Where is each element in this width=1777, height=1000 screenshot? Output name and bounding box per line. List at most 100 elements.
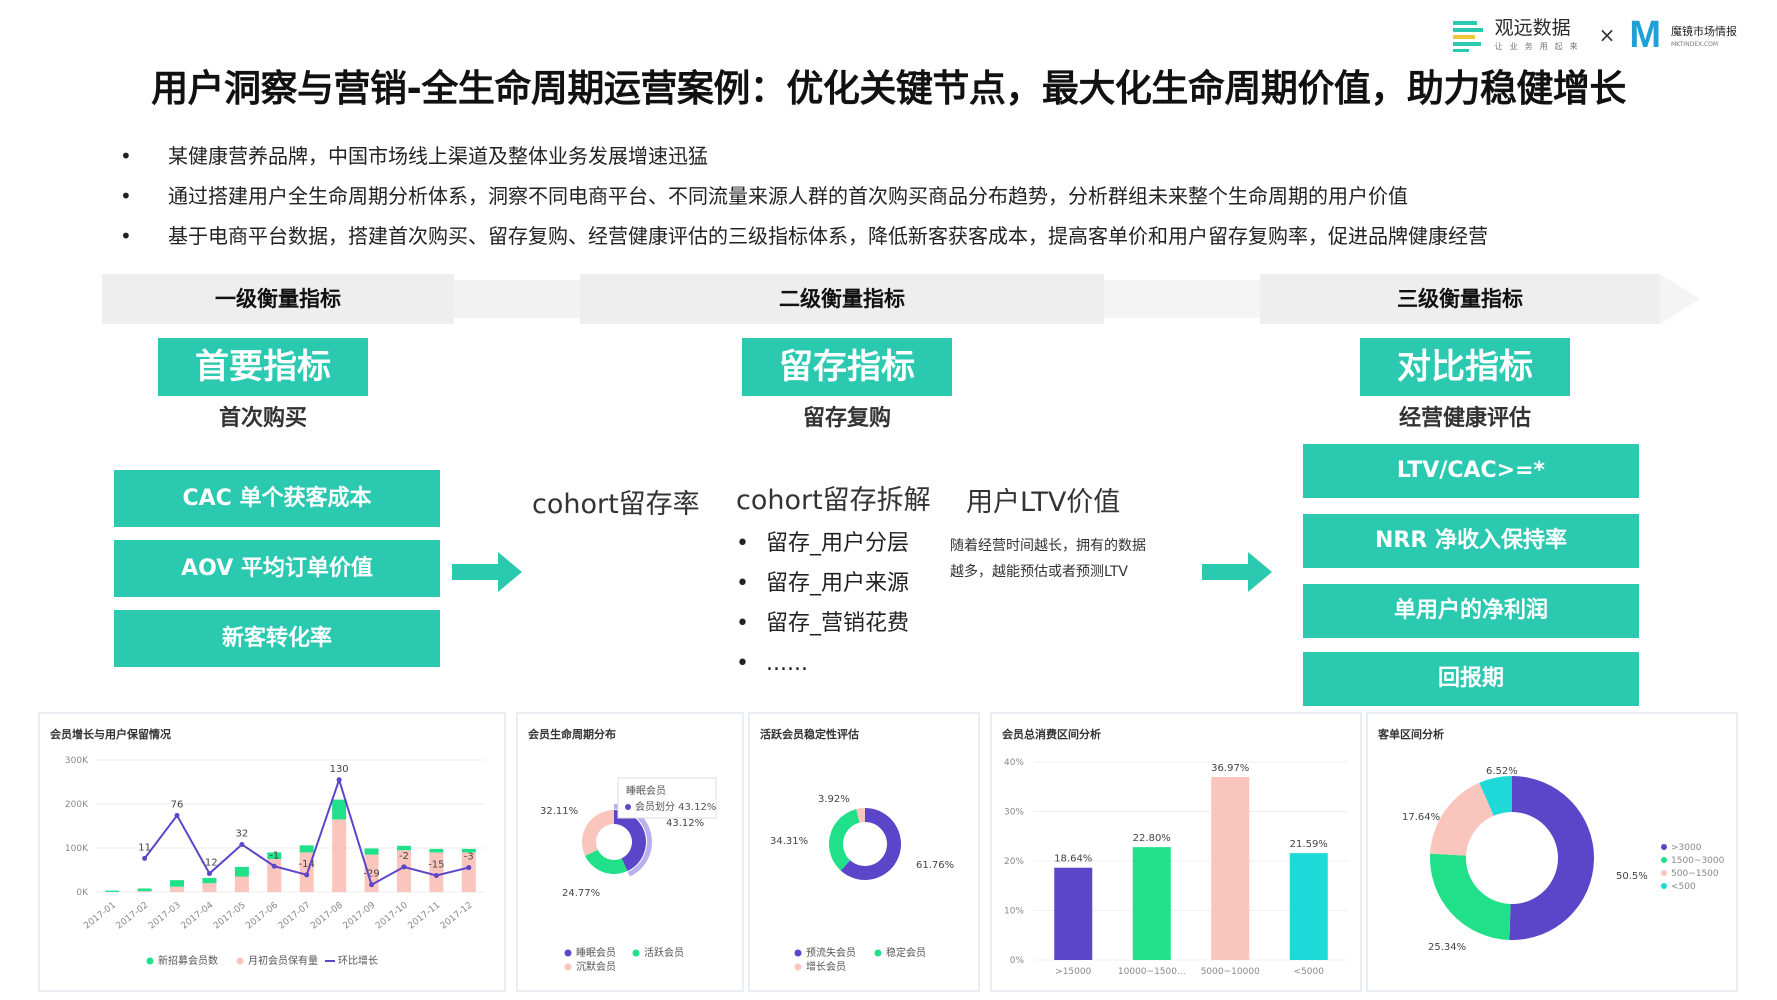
tooltip-box <box>617 777 717 819</box>
bar <box>1289 853 1328 960</box>
legend-marker <box>1661 883 1667 889</box>
order-value-svg: 50.5%25.34%17.64%6.52%>30001500~3000500~… <box>1402 766 1725 953</box>
y-tick-label: 300K <box>65 756 89 766</box>
member-growth-svg: 0K100K200K300K2017-012017-02112017-03762… <box>65 756 485 967</box>
legend-marker <box>146 957 154 965</box>
data-label: -12 <box>201 858 217 869</box>
legend-marker <box>874 949 882 957</box>
ltv-note: 随着经营时间越长，拥有的数据 越多，越能预估或者预测LTV <box>950 538 1146 580</box>
y-tick-label: 30% <box>1004 808 1024 818</box>
y-tick-label: 200K <box>65 800 89 810</box>
bar-new <box>364 848 379 855</box>
mojing-brand: 魔镜市场情报 MKTINDEX.COM <box>1671 23 1737 48</box>
data-label: 32 <box>236 828 249 839</box>
x-tick-label: <5000 <box>1294 967 1325 977</box>
mojing-url: MKTINDEX.COM <box>1671 40 1719 48</box>
x-tick-label: 5000~10000 <box>1201 967 1260 977</box>
bar-retained <box>461 852 476 892</box>
data-label: 34.31% <box>770 836 808 847</box>
page-title: 用户洞察与营销-全生命周期运营案例：优化关键节点，最大化生命周期价值，助力稳健增… <box>151 67 1626 110</box>
x-tick-label: 2017-03 <box>147 900 183 931</box>
x-tick-label: 2017-05 <box>212 900 248 931</box>
growth-point <box>271 863 277 869</box>
bar-retained <box>202 883 217 892</box>
growth-point <box>174 812 180 818</box>
bar-new <box>202 877 217 884</box>
chart-title: 会员生命周期分布 <box>528 728 616 741</box>
data-label: -15 <box>428 860 444 871</box>
data-label: -2 <box>399 851 409 862</box>
guanyuan-slogan: 让业务用起来 <box>1494 41 1585 51</box>
stability-svg: 61.76%34.31%3.92%预流失会员稳定会员增长会员 <box>770 794 954 973</box>
order-value-slice <box>1430 782 1494 856</box>
aov-box: AOV 平均订单价值 <box>114 540 440 597</box>
legend-label: 500~1500 <box>1671 869 1719 879</box>
nrr-box: NRR 净收入保持率 <box>1303 514 1639 568</box>
data-label: 36.97% <box>1211 763 1249 774</box>
mojing-logo-icon: M <box>1629 14 1661 56</box>
y-tick-label: 100K <box>65 844 89 854</box>
level-2-header: 二级衡量指标 <box>580 274 1104 324</box>
growth-point <box>239 841 245 847</box>
legend-marker <box>1661 857 1667 863</box>
data-label: 76 <box>171 799 184 810</box>
legend-label: >3000 <box>1671 843 1702 853</box>
stability-slice <box>840 808 901 880</box>
bar-new <box>267 852 282 859</box>
mojing-name: 魔镜市场情报 <box>1671 24 1737 38</box>
bar-retained <box>234 876 249 892</box>
y-tick-label: 40% <box>1004 758 1024 768</box>
user-ltv-value: 用户LTV价值 <box>966 487 1121 518</box>
bar-retained <box>396 850 411 892</box>
data-label: -29 <box>363 869 379 880</box>
chart-active-stability: 活跃会员稳定性评估 61.76%34.31%3.92%预流失会员稳定会员增长会员 <box>748 712 980 992</box>
order-value-slice <box>1479 776 1512 816</box>
data-label: 24.77% <box>562 888 600 899</box>
comparison-metric-header: 对比指标 <box>1360 338 1570 396</box>
x-tick-label: 2017-09 <box>342 900 378 931</box>
guanyuan-brand: 观远数据 让业务用起来 <box>1494 16 1585 52</box>
list-item: •留存_营销花费 <box>736 611 910 636</box>
data-label: 6.52% <box>1486 766 1518 777</box>
growth-point <box>206 871 212 877</box>
bullet-item: •某健康营养品牌，中国市场线上渠道及整体业务发展增速迅猛 <box>120 144 708 168</box>
legend-label: 月初会员保有量 <box>248 954 318 967</box>
bar-new <box>234 866 249 877</box>
data-label: -1 <box>269 850 279 861</box>
guanyuan-name: 观远数据 <box>1494 16 1571 39</box>
list-item: •留存_用户分层 <box>736 531 910 556</box>
legend-label: 活跃会员 <box>644 946 684 959</box>
chart-lifecycle-distribution: 会员生命周期分布 43.12%24.77%32.11%睡眠会员会员划分 43.1… <box>516 712 744 992</box>
lifecycle-svg: 43.12%24.77%32.11%睡眠会员会员划分 43.12%睡眠会员活跃会… <box>540 777 717 973</box>
data-label: 61.76% <box>916 860 954 871</box>
legend-label: 新招募会员数 <box>158 954 218 967</box>
data-label: 18.64% <box>1054 854 1092 865</box>
legend-marker <box>794 949 802 957</box>
guanyuan-logo-icon <box>1452 21 1483 52</box>
growth-point <box>142 855 148 861</box>
bar-new <box>137 888 152 892</box>
legend-label: 1500~3000 <box>1671 856 1725 866</box>
x-tick-label: 2017-06 <box>244 900 280 931</box>
y-tick-label: 0K <box>76 888 89 898</box>
x-tick-label: 2017-10 <box>374 900 410 931</box>
data-label: 50.5% <box>1616 871 1648 882</box>
bar-new <box>396 845 411 851</box>
growth-point <box>336 777 342 783</box>
legend-marker <box>1661 844 1667 850</box>
legend-marker <box>1661 870 1667 876</box>
bullet-item: •基于电商平台数据，搭建首次购买、留存复购、经营健康评估的三级指标体系，降低新客… <box>120 224 1488 248</box>
x-tick-label: 10000~1500... <box>1118 967 1186 977</box>
order-value-slice <box>1430 853 1511 940</box>
legend-label: <500 <box>1671 882 1696 892</box>
chart-title: 会员总消费区间分析 <box>1002 728 1101 741</box>
bar <box>1211 776 1250 960</box>
data-label: 3.92% <box>818 794 850 805</box>
x-tick-label: 2017-02 <box>115 900 151 931</box>
lifecycle-highlight <box>614 804 652 877</box>
data-label: 22.80% <box>1133 833 1171 844</box>
bar-new <box>332 799 347 820</box>
conversion-box: 新客转化率 <box>114 610 440 667</box>
bar-new <box>299 845 314 853</box>
